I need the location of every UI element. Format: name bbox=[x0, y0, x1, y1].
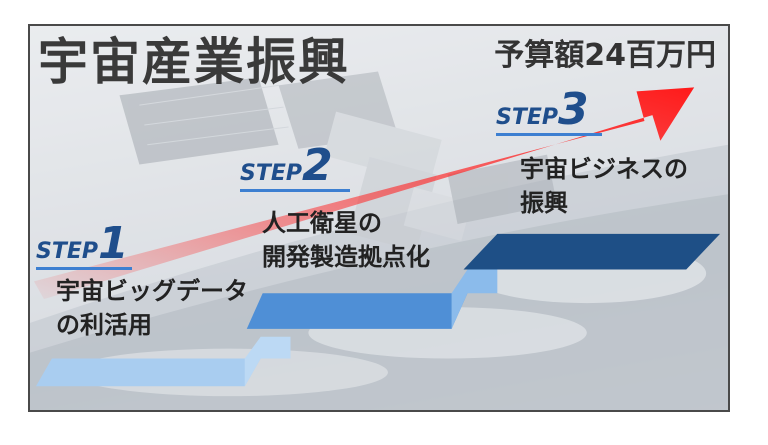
step1-riser bbox=[244, 336, 291, 387]
step1-platform bbox=[35, 358, 261, 387]
step3-label: STEP3 bbox=[496, 88, 602, 136]
budget-amount: 予算額24百万円 bbox=[494, 38, 716, 73]
step2-description: 人工衛星の 開発製造拠点化 bbox=[262, 206, 430, 274]
step2-platform bbox=[246, 293, 468, 329]
step3-desc-line1: 宇宙ビジネスの bbox=[520, 155, 688, 183]
step3-word: STEP bbox=[496, 105, 559, 130]
step3-description: 宇宙ビジネスの 振興 bbox=[520, 152, 688, 220]
step1-word: STEP bbox=[36, 239, 99, 264]
step3-number: 3 bbox=[558, 84, 589, 135]
step2-desc-line2: 開発製造拠点化 bbox=[262, 243, 430, 271]
step1-desc-line1: 宇宙ビッグデータ bbox=[56, 277, 248, 305]
steps-group: STEP1 宇宙ビッグデータ の利活用 STEP2 人工衛星の 開発製造拠点化 … bbox=[30, 26, 728, 410]
step1-label: STEP1 bbox=[36, 222, 132, 270]
step1-desc-line2: の利活用 bbox=[56, 311, 152, 339]
red-arrow bbox=[33, 87, 695, 300]
step2-riser bbox=[451, 269, 498, 329]
background-veil bbox=[30, 26, 728, 410]
step2-underline bbox=[240, 189, 350, 192]
step2-desc-line1: 人工衛星の bbox=[262, 209, 382, 237]
step1-number: 1 bbox=[98, 218, 129, 269]
step2-word: STEP bbox=[240, 161, 303, 186]
step2-number: 2 bbox=[302, 140, 333, 191]
step3-platform bbox=[463, 233, 721, 270]
page-title: 宇宙産業振興 bbox=[38, 33, 350, 91]
step1-description: 宇宙ビッグデータ の利活用 bbox=[56, 274, 248, 342]
growth-arrow-graphic bbox=[33, 87, 721, 387]
step3-desc-line2: 振興 bbox=[520, 189, 568, 217]
step2-label: STEP2 bbox=[240, 144, 350, 192]
step3-underline bbox=[496, 133, 602, 136]
slide-frame: 宇宙産業振興 予算額24百万円 STEP1 宇宙ビッグデータ の利活用 STEP… bbox=[28, 24, 730, 412]
step1-underline bbox=[36, 267, 132, 270]
